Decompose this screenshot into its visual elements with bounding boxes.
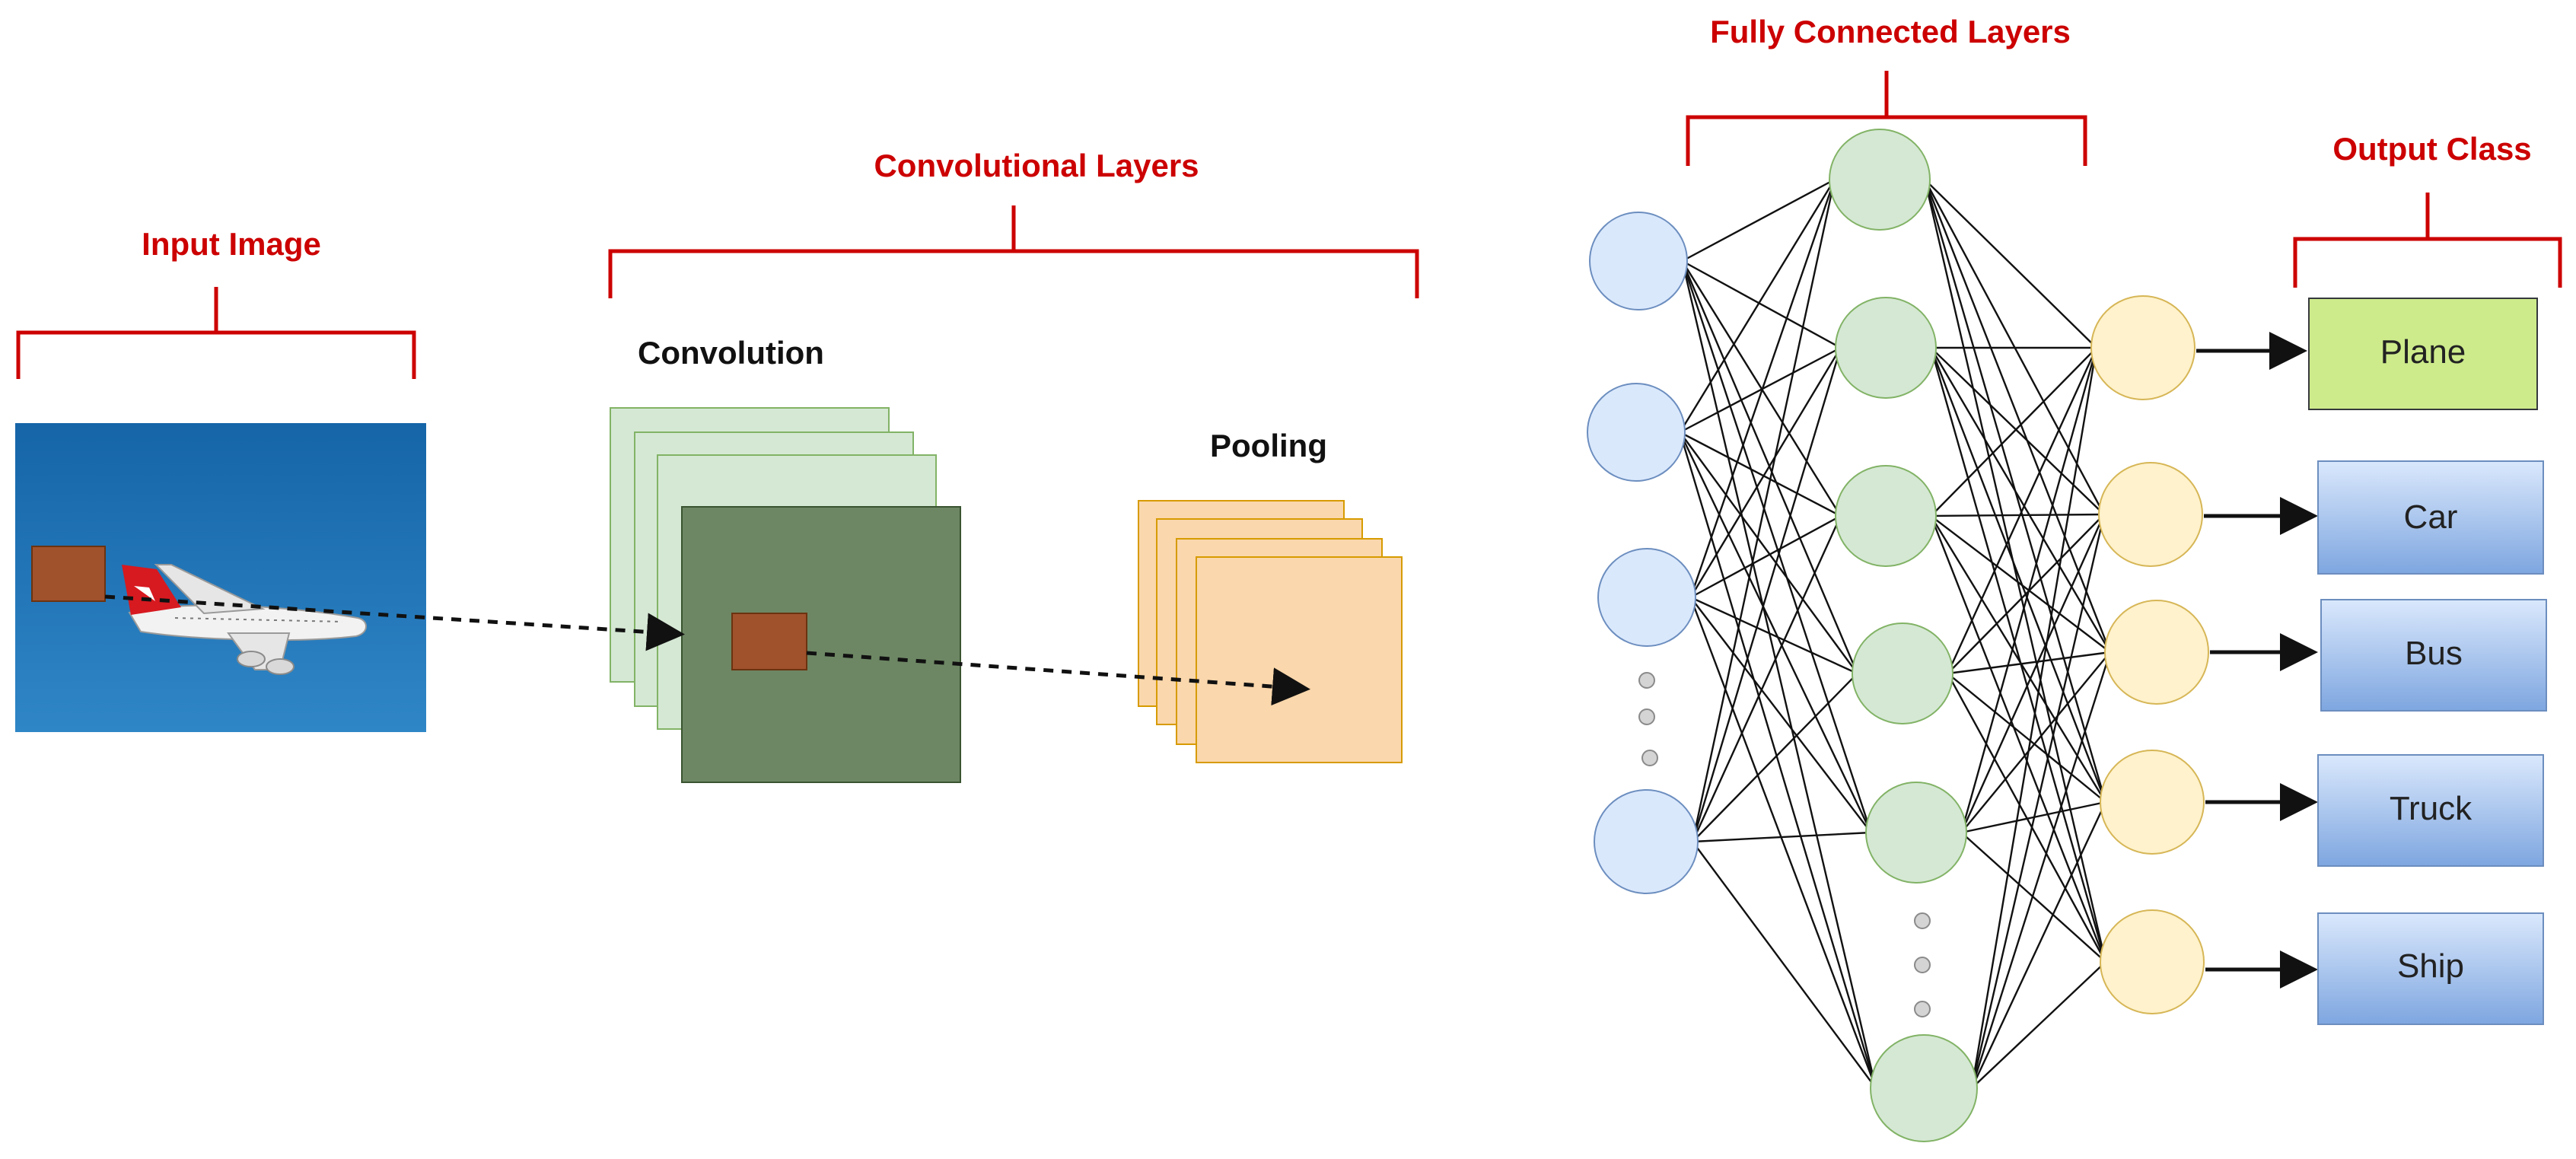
fc-connection-line xyxy=(1960,347,2097,833)
fc-connection-line xyxy=(1689,347,1842,598)
fc-connection-line xyxy=(1692,515,1842,842)
feature-patch xyxy=(731,613,807,670)
input-bracket xyxy=(16,287,416,379)
input-node xyxy=(1597,548,1696,647)
fc-connection-line xyxy=(1679,431,1858,674)
fc-connection-line xyxy=(1924,179,2111,653)
fc-connection-line xyxy=(1682,178,1836,263)
fc-connection-line xyxy=(1689,597,1872,833)
hidden-node xyxy=(1865,782,1967,884)
fc-connection-line xyxy=(1689,179,1836,598)
fc-connection-line xyxy=(1680,431,1842,517)
fc-connection-line xyxy=(1930,515,2106,963)
output-node xyxy=(2100,750,2205,855)
conv-to-pool-arrow xyxy=(806,651,1310,706)
fc-connection-line xyxy=(1930,347,2097,517)
fc-connection-line xyxy=(1930,347,2106,803)
fc-connection-line xyxy=(1679,431,1877,1089)
class-label-car: Car xyxy=(2404,498,2458,536)
output-class-title: Output Class xyxy=(2332,131,2531,167)
fc-connection-line xyxy=(1930,515,2111,653)
active-feature-map xyxy=(681,506,961,783)
class-box-car: Car xyxy=(2317,460,2544,575)
fc-connection-line xyxy=(1970,651,2111,1089)
fc-layers-title: Fully Connected Layers xyxy=(1710,14,2071,49)
fc-connection-line xyxy=(1681,260,1877,1089)
fc-connection-line xyxy=(1682,260,1842,349)
hidden-node xyxy=(1829,129,1931,231)
fc-connection-line xyxy=(1960,651,2111,833)
output-node xyxy=(2100,909,2205,1014)
hidden-node xyxy=(1835,297,1937,399)
fc-connection-line xyxy=(1692,841,1877,1089)
input-image xyxy=(15,423,426,732)
conv-layers-title: Convolutional Layers xyxy=(874,148,1199,183)
class-box-ship: Ship xyxy=(2317,912,2544,1025)
fc-connection-line xyxy=(1930,347,2105,515)
output-node xyxy=(2104,600,2209,705)
fc-connection-line xyxy=(1970,514,2105,1089)
fc-bracket xyxy=(1686,71,2087,166)
fc-connection-line xyxy=(1947,673,2106,803)
fc-connection-line xyxy=(1930,347,2111,653)
input-image-title: Input Image xyxy=(142,226,321,262)
class-box-bus: Bus xyxy=(2320,599,2547,712)
fc-connection-line xyxy=(1970,801,2106,1089)
fc-connection-line xyxy=(1960,832,2106,963)
class-label-plane: Plane xyxy=(2380,333,2466,371)
fc-connection-line xyxy=(1947,673,2106,963)
fc-connection-line xyxy=(1931,513,2104,517)
fc-connection-line xyxy=(1690,514,1842,599)
hidden-node xyxy=(1835,465,1937,567)
output-node xyxy=(2090,295,2195,400)
fc-connection-line xyxy=(1692,347,1842,842)
fc-connection-line xyxy=(1681,260,1872,833)
fc-nodes xyxy=(1587,129,2209,1142)
input-node xyxy=(1589,212,1688,310)
class-label-truck: Truck xyxy=(2390,790,2473,827)
fc-connection-line xyxy=(1679,431,1872,833)
fc-connection-line xyxy=(1947,347,2097,674)
input-node xyxy=(1587,383,1686,482)
output-node xyxy=(2098,462,2203,567)
fc-connection-line xyxy=(1960,514,2105,833)
fc-connections xyxy=(1679,178,2111,1089)
pooling-maps xyxy=(1138,500,1403,763)
hidden-node xyxy=(1870,1034,1978,1142)
fc-connection-line xyxy=(1970,347,2097,1089)
conv-bracket xyxy=(608,205,1419,298)
hidden-node xyxy=(1852,622,1953,724)
input-to-conv-arrow xyxy=(104,594,685,651)
fc-connection-line xyxy=(1689,597,1877,1089)
fc-connection-line xyxy=(1930,347,2106,963)
hidden-ellipsis xyxy=(1914,912,1931,1017)
class-label-bus: Bus xyxy=(2405,635,2463,672)
class-label-ship: Ship xyxy=(2397,947,2464,985)
fc-connection-line xyxy=(1692,831,1871,843)
input-ellipsis xyxy=(1638,672,1658,766)
airplane-icon xyxy=(122,564,367,675)
output-bracket xyxy=(2293,193,2562,288)
fc-connection-line xyxy=(1692,179,1836,842)
convolution-label: Convolution xyxy=(638,335,824,371)
pooling-label: Pooling xyxy=(1210,428,1327,463)
input-node xyxy=(1594,789,1699,894)
fc-connection-line xyxy=(1679,179,1836,433)
convolution-maps xyxy=(610,407,961,783)
fc-connection-line xyxy=(1971,961,2106,1089)
fc-connection-line xyxy=(1680,346,1842,434)
class-box-truck: Truck xyxy=(2317,754,2544,867)
fc-connection-line xyxy=(1947,514,2105,674)
fc-connection-line xyxy=(1692,673,1858,842)
fc-connection-line xyxy=(1930,515,2106,803)
fc-connection-line xyxy=(1924,179,2097,349)
fc-connection-line xyxy=(1947,651,2110,675)
input-patch xyxy=(31,546,106,602)
fc-connection-line xyxy=(1690,596,1858,675)
class-box-plane: Plane xyxy=(2308,298,2538,410)
fc-connection-line xyxy=(1924,179,2106,963)
